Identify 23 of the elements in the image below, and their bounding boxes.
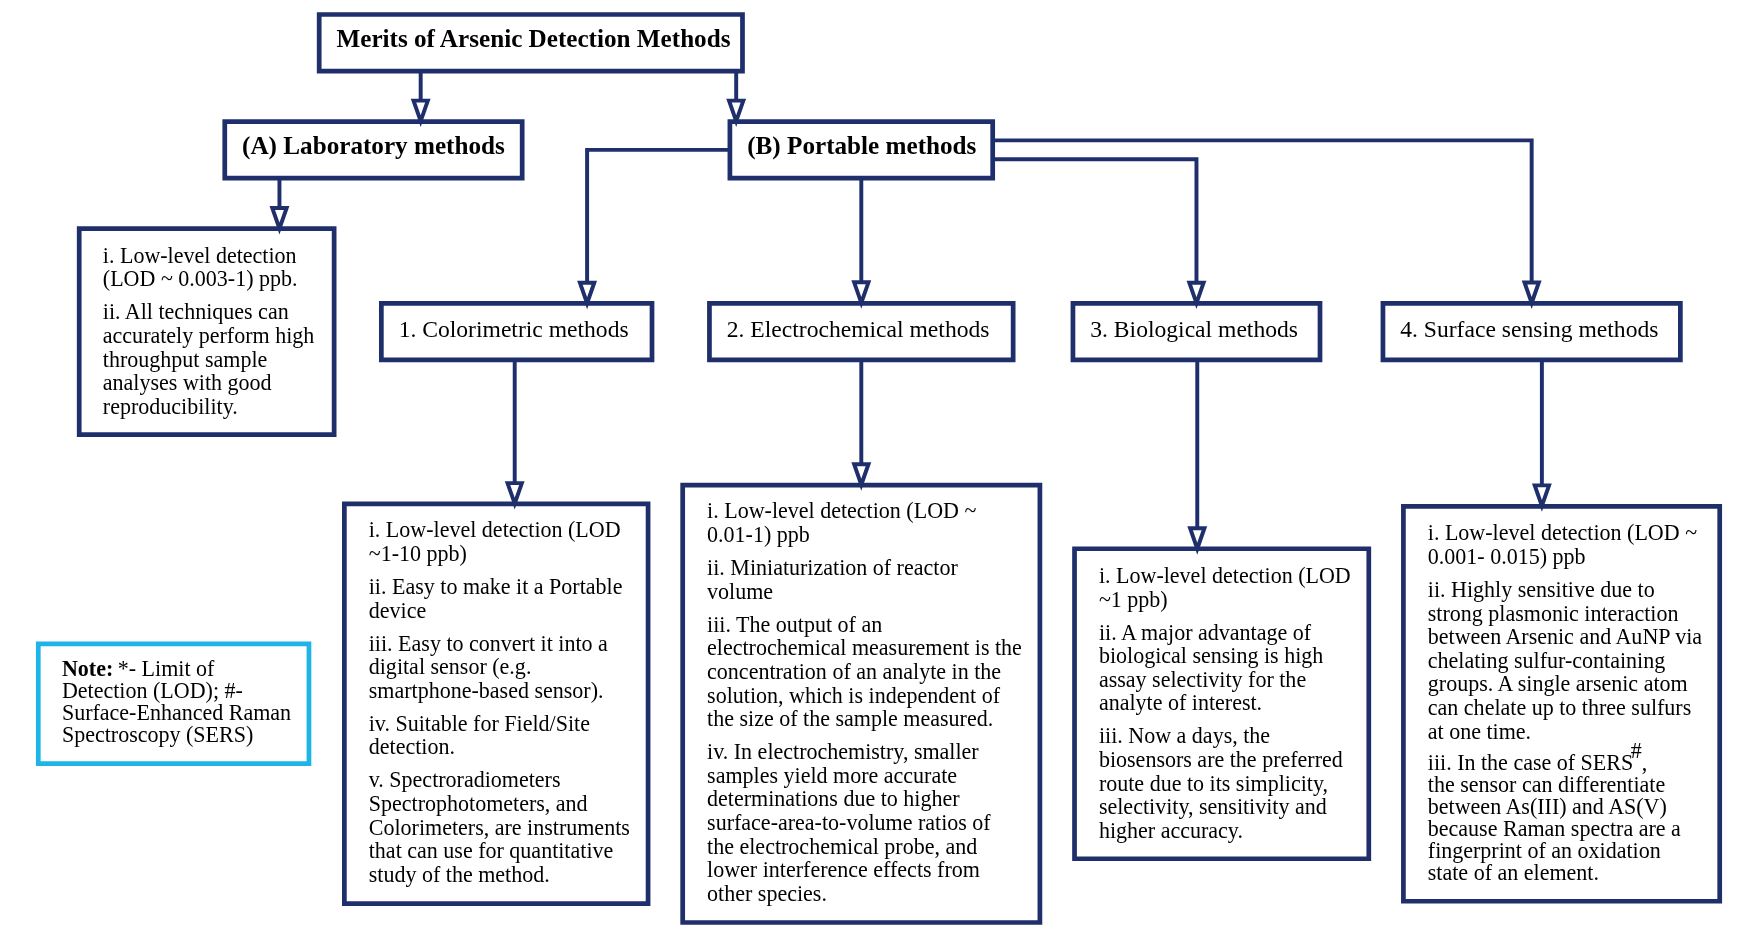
node-box: i. Low-level detection (LOD ~ 0.01-1) ppb ii. Miniaturization of reactor volume iii. The output of an electrochemical measurement is the concentration of an analyte in the solution, which is independent of the size of the sample measured. iv. In electrochemistry, smaller samples yield more accurate determinations due to higher surface-area-to-volume ratios of the electrochemical probe, and lower interference effects from other species. xyxy=(679,482,1042,925)
node-box: i. Low-level detection (LOD ~ 0.003-1) ppb. ii. All techniques can accurately perform high throughput sample analyses with good reproducibility. xyxy=(76,226,336,438)
arrow xyxy=(725,71,746,128)
arrow xyxy=(1186,360,1207,555)
node-box: 2. Electrochemical methods xyxy=(706,300,1015,363)
node-box: 3. Biological methods xyxy=(1070,300,1322,363)
node-box: (B) Portable methods xyxy=(727,119,995,181)
node-box: i. Low-level detection (LOD ~1 ppb) ii. A major advantage of biological sensing is high assay selectivity for the analyte of interest. iii. Now a days, the biosensors are the preferred route due to its simplicity, selectivity, sensitivity and higher accuracy. xyxy=(1071,546,1371,862)
arrow xyxy=(269,178,289,235)
arrow xyxy=(992,157,1206,310)
node-box: (A) Laboratory methods xyxy=(221,119,525,181)
node-box: 1. Colorimetric methods xyxy=(378,300,654,363)
arrow xyxy=(410,71,431,128)
node-box: Note: *- Limit of Detection (LOD); #- Surface-Enhanced Raman Spectroscopy (SERS) xyxy=(35,641,311,766)
arrow xyxy=(850,360,871,491)
arrow xyxy=(576,147,730,310)
arrow xyxy=(504,360,525,510)
arrow xyxy=(850,178,871,309)
arrow xyxy=(1531,360,1552,512)
node-box: Merits of Arsenic Detection Methods xyxy=(316,12,745,74)
node-box: 4. Surface sensing methods xyxy=(1380,300,1683,363)
node-box: i. Low-level detection (LOD ~1-10 ppb) ii. Easy to make it a Portable device iii. Easy to convert it into a digital sensor (e.g. smartphone-based sensor). iv. Suitable for Field/Site detection. v. Spectroradiometers Spectrophotometers, and Colorimeters, are instruments that can use for quantitative study of the method. xyxy=(341,501,650,906)
arrow xyxy=(992,138,1542,309)
